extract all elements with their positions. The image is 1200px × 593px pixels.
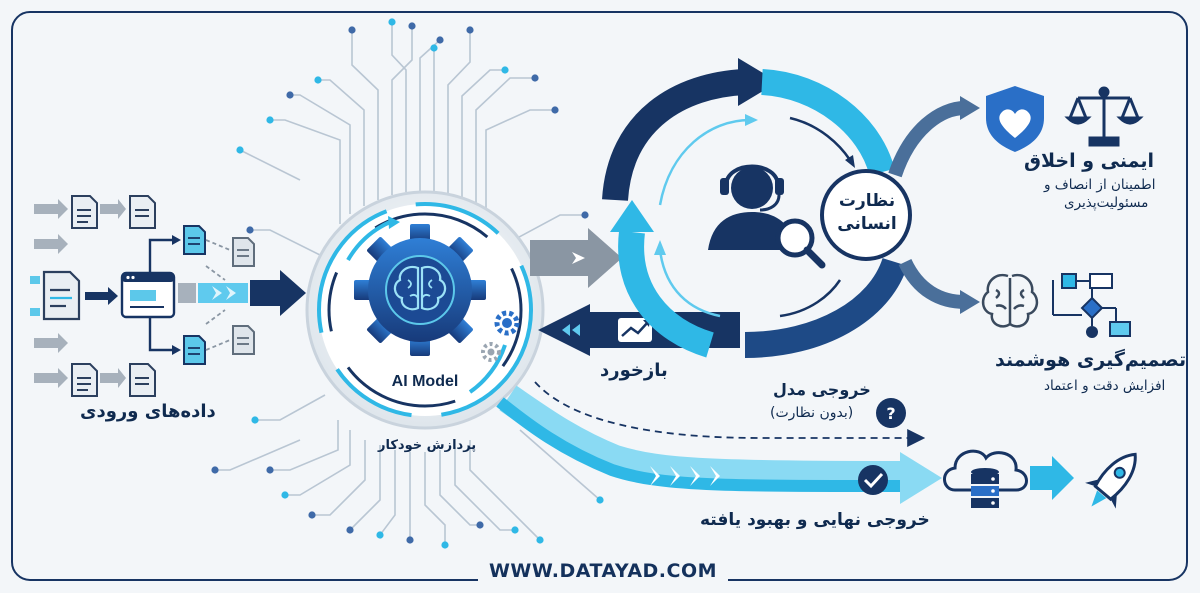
safety-subtitle-2: مسئولیت‌پذیری [1064,195,1149,211]
check-circle-icon [858,465,888,495]
oversight-label-line2: انسانی [837,214,897,234]
ai-model-node: AI Model [305,190,545,430]
website-url[interactable]: WWW.DATAYAD.COM [478,560,728,582]
cloud-database-icon [943,449,1028,508]
document-icon [232,237,255,267]
model-output-sublabel: (بدون نظارت) [770,405,854,421]
document-icon [71,363,98,397]
magnifier-icon [775,218,826,269]
flowchart-icon [1052,273,1131,338]
document-icon [129,195,156,229]
model-output-label: خروجی مدل [773,380,871,399]
shield-heart-icon [986,86,1044,152]
document-icon [71,195,98,229]
document-icon [183,335,206,365]
small-gear-icon [481,310,520,362]
oversight-node [820,169,912,261]
question-mark: ? [886,404,895,423]
document-icon [232,325,255,355]
unsupervised-output-line [534,381,926,447]
brain-gear-icon [354,224,486,356]
headset-operator-icon [708,164,796,250]
input-data-label: داده‌های ورودی [80,401,216,422]
safety-title: ایمنی و اخلاق [1024,150,1155,172]
document-icon [129,363,156,397]
oversight-cycle [602,58,912,358]
ai-model-label: AI Model [392,373,459,390]
feedback-label: بازخورد [600,360,668,381]
final-output-label: خروجی نهایی و بهبود یافته [700,510,930,530]
brain-icon [981,273,1039,328]
rocket-icon [1085,452,1137,509]
arrow-to-rocket [1030,456,1074,500]
browser-window-icon [120,271,176,319]
oversight-label-line1: نظارت [838,191,896,211]
outcome-arrows [888,96,980,314]
final-output-band [496,385,942,504]
justice-scale-icon [1064,86,1144,147]
decision-subtitle: افزایش دقت و اعتماد [1044,378,1166,394]
input-data-section [30,195,306,397]
decision-title: تصمیم‌گیری هوشمند [995,349,1187,371]
document-icon [183,225,206,255]
circuit-nodes [211,18,604,549]
auto-processing-label: پردازش خودکار [378,438,477,453]
oversight-label: نظارت انسانی [836,190,898,236]
safety-subtitle-1: اطمینان از انصاف و [1044,177,1156,193]
question-circle-icon [876,398,906,428]
document-icon [42,270,81,321]
